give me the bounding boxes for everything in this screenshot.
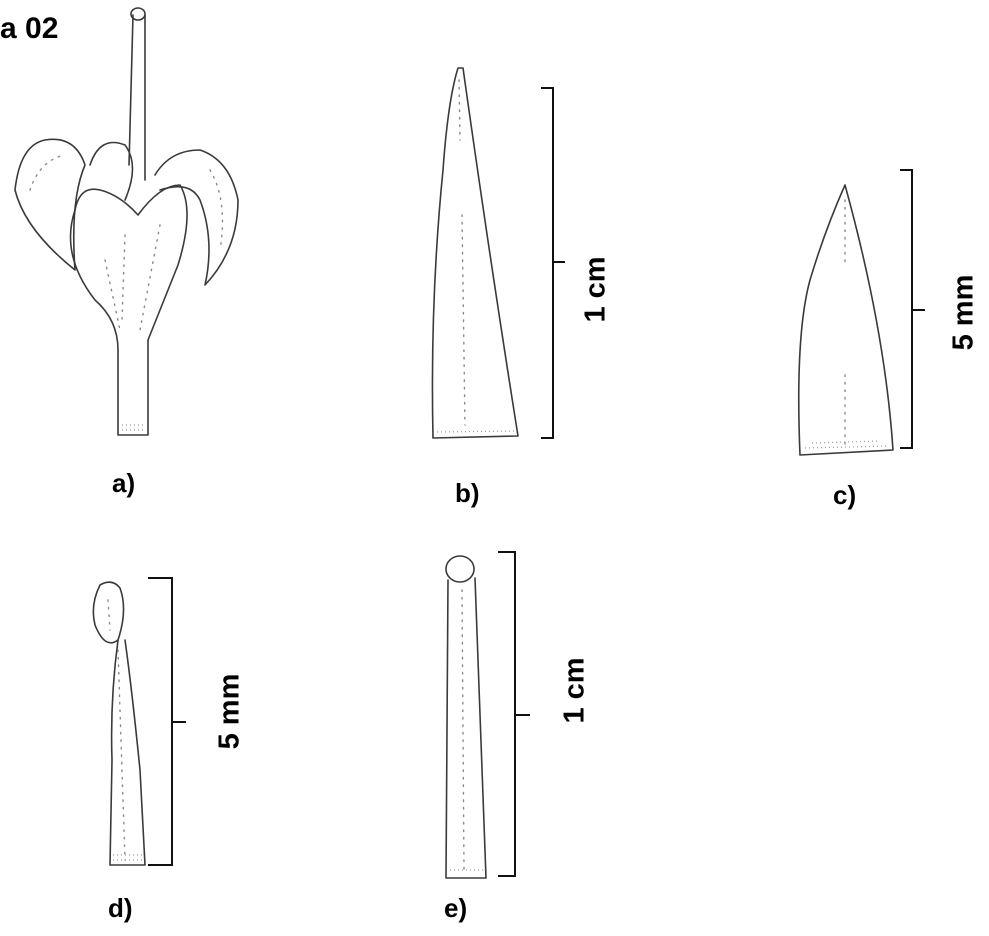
panel-label-d: d) (108, 895, 133, 921)
panel-label-b: b) (455, 480, 480, 506)
tepal-drawing (432, 68, 565, 438)
panel-label-a: a) (112, 470, 135, 496)
bract-drawing (799, 170, 925, 455)
scale-label-c: 5 mm (949, 275, 978, 351)
scale-label-e: 1 cm (561, 657, 590, 723)
plate-title: a 02 (0, 14, 58, 44)
stamen-drawing (93, 578, 186, 865)
scale-label-b: 1 cm (582, 256, 611, 322)
scale-label-d: 5 mm (215, 674, 244, 750)
flower-drawing (15, 8, 238, 435)
pistil-drawing (446, 552, 530, 878)
panel-label-e: e) (444, 895, 467, 921)
panel-label-c: c) (833, 482, 856, 508)
